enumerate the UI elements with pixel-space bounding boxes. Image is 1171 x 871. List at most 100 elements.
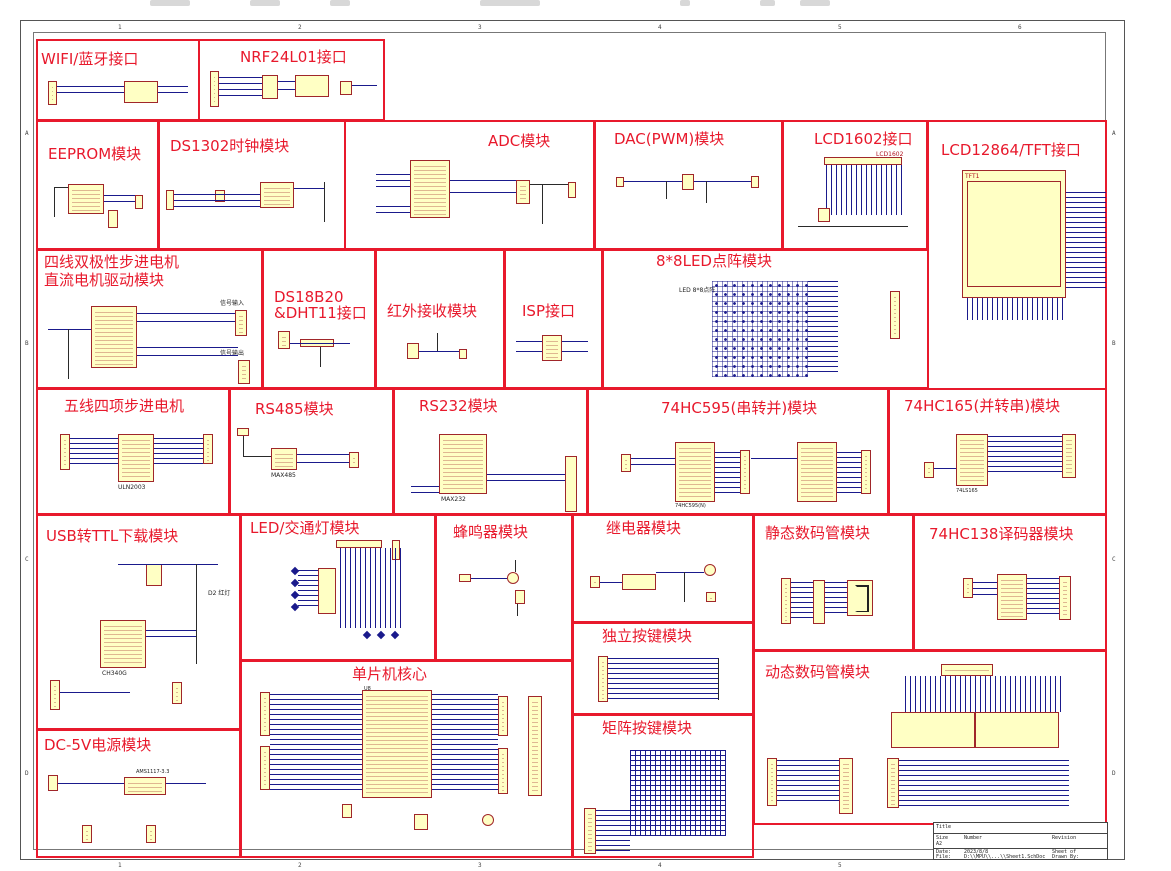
ams-label: AMS1117-3.3 bbox=[136, 769, 170, 775]
ledmatrix-row-wires bbox=[808, 281, 838, 373]
ledmatrix-header bbox=[890, 291, 900, 339]
led-horizontal-wires bbox=[298, 570, 318, 610]
traffic-led-1 bbox=[362, 630, 372, 640]
tft-label: TFT1 bbox=[965, 173, 980, 180]
panel-rs485: RS485模块 MAX485 bbox=[229, 388, 394, 515]
grid-row-c: C bbox=[25, 556, 29, 563]
tb-size: Size bbox=[936, 835, 949, 841]
panel-title-ir: 红外接收模块 bbox=[387, 302, 478, 320]
panel-title-stepper: 四线双极性步进电机 bbox=[44, 253, 180, 271]
panel-title-mcu: 单片机核心 bbox=[352, 665, 428, 683]
mcu-left-wires bbox=[270, 694, 362, 794]
max485-chip bbox=[271, 448, 297, 470]
hc165-label: 74LS165 bbox=[956, 488, 978, 494]
dac-header-out bbox=[751, 176, 759, 188]
hc595-output-header-2 bbox=[861, 450, 871, 494]
dac-header-in bbox=[616, 177, 624, 187]
keys-header bbox=[598, 656, 608, 702]
panel-title-ledmatrix: 8*8LED点阵模块 bbox=[656, 252, 772, 270]
rs485-header-b bbox=[349, 452, 359, 468]
mcu-crystal bbox=[342, 804, 352, 818]
hc595-chip-1 bbox=[675, 442, 715, 502]
grid-row-a: A bbox=[25, 130, 29, 137]
max232-label: MAX232 bbox=[441, 496, 466, 503]
matrix-rows bbox=[630, 750, 726, 836]
grid-row-b-right: B bbox=[1112, 340, 1116, 347]
mcu-right-wires bbox=[432, 694, 498, 794]
stc89c52-chip bbox=[362, 690, 432, 798]
panel-title-nrf: NRF24L01接口 bbox=[240, 48, 347, 66]
rs485-header-a bbox=[237, 428, 249, 436]
usb-led-label: D2 红灯 bbox=[208, 590, 231, 597]
panel-title-stepper5: 五线四项步进电机 bbox=[64, 397, 185, 415]
panel-title-rs485: RS485模块 bbox=[255, 400, 334, 418]
tb-size-val: A2 bbox=[936, 841, 943, 847]
panel-title-hc138: 74HC138译码器模块 bbox=[929, 525, 1074, 543]
panel-isp: ISP接口 bbox=[504, 249, 603, 389]
dyn7-display-2 bbox=[975, 712, 1059, 748]
panel-title-led: LED/交通灯模块 bbox=[250, 519, 360, 537]
hc138-input-header bbox=[963, 578, 973, 598]
relay-transistor bbox=[704, 564, 716, 576]
stepper-input-header bbox=[235, 310, 247, 336]
panel-title-stepper-2: 直流电机驱动模块 bbox=[44, 271, 165, 289]
panel-dyn7: 动态数码管模块 bbox=[753, 650, 1107, 825]
tft-display: TFT1 bbox=[962, 170, 1066, 298]
panel-title-isp: ISP接口 bbox=[522, 302, 575, 320]
lcd1602-connector bbox=[824, 157, 902, 165]
panel-buzzer: 蜂鸣器模块 bbox=[435, 514, 573, 661]
matrix-header-wires bbox=[596, 810, 630, 852]
nrf24l01-module bbox=[295, 75, 329, 97]
led-matrix-rows bbox=[712, 281, 808, 377]
db9-connector bbox=[565, 456, 577, 512]
mcu-chip-label: U8 bbox=[364, 686, 371, 692]
power-switch bbox=[146, 564, 162, 586]
panel-title-usbttl: USB转TTL下载模块 bbox=[46, 527, 179, 545]
ch340-chip bbox=[100, 620, 146, 668]
static7-resistors bbox=[813, 580, 825, 624]
dyn7-chip-1 bbox=[839, 758, 853, 814]
lcd1602-comp-label: LCD1602 bbox=[876, 151, 904, 158]
tb-date: Date: bbox=[936, 849, 952, 855]
hc138-chip bbox=[997, 574, 1027, 620]
isp-connector bbox=[542, 335, 562, 361]
grid-col-3: 3 bbox=[478, 24, 482, 31]
panel-title-rs232: RS232模块 bbox=[419, 397, 498, 415]
hc595-output-header-1 bbox=[740, 450, 750, 494]
grid-row-d: D bbox=[25, 770, 29, 777]
panel-matrix: 矩阵按键模块 bbox=[572, 714, 754, 858]
dc-jack bbox=[48, 775, 58, 791]
grid-row-c-right: C bbox=[1112, 556, 1116, 563]
panel-usbttl: USB转TTL下载模块 CH340G D2 红灯 bbox=[36, 514, 241, 730]
panel-lcd12864: LCD12864/TFT接口 TFT1 bbox=[927, 120, 1107, 390]
panel-rs232: RS232模块 MAX232 bbox=[393, 388, 588, 515]
hc595-label-1: 74HC595(N) bbox=[675, 503, 706, 509]
led-vertical-wires bbox=[340, 548, 402, 628]
panel-ledmatrix: 8*8LED点阵模块 LED 8*8点阵 bbox=[602, 249, 929, 389]
dyn7-display-1 bbox=[891, 712, 975, 748]
hc165-chip bbox=[956, 434, 988, 486]
panel-hc165: 74HC165(并转串)模块 74LS165 bbox=[888, 388, 1107, 515]
panel-title-ds1302: DS1302时钟模块 bbox=[170, 137, 290, 155]
stepper5-motor-header bbox=[203, 434, 213, 464]
hc595-out-wires-2 bbox=[837, 452, 861, 494]
tb-date-val: 2023/8/8 bbox=[964, 849, 989, 855]
panel-static7: 静态数码管模块 bbox=[753, 514, 914, 651]
tb-number: Number bbox=[964, 835, 983, 841]
title-block: Title Size A2 Number Revision Date: 2023… bbox=[933, 822, 1108, 860]
relay-coil bbox=[622, 574, 656, 590]
dyn7-resistors bbox=[887, 758, 899, 808]
tb-drawn: Drawn By: bbox=[1052, 854, 1080, 860]
seg-digit-shape bbox=[855, 585, 869, 612]
viewer-toolbar-strip bbox=[0, 0, 1171, 14]
usb-header bbox=[172, 682, 182, 704]
panel-lcd1602: LCD1602接口 LCD1602 bbox=[782, 120, 928, 250]
grid-col-5: 5 bbox=[838, 24, 842, 31]
at24c02-chip bbox=[68, 184, 104, 214]
panel-wifi: WIFI/蓝牙接口 bbox=[36, 39, 200, 121]
hc138-out-wires bbox=[1027, 578, 1059, 618]
dyn7-right-wires bbox=[899, 760, 1069, 806]
max232-chip bbox=[439, 434, 487, 494]
adc-header bbox=[568, 182, 576, 198]
stepper5-in-wires bbox=[70, 438, 118, 468]
